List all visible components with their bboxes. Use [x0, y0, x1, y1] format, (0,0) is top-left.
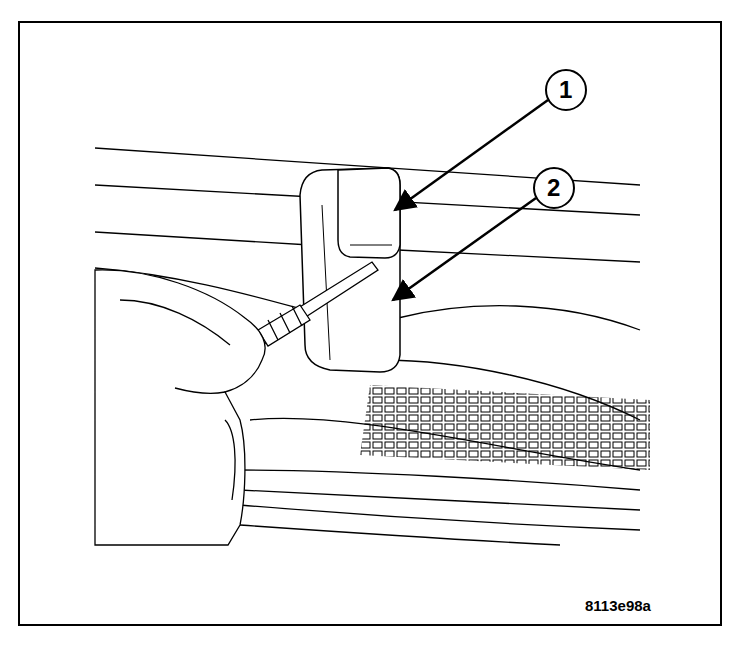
callout-number: 1: [559, 76, 572, 104]
figure-code: 8113e98a: [585, 597, 651, 614]
callout-number: 2: [547, 174, 560, 202]
